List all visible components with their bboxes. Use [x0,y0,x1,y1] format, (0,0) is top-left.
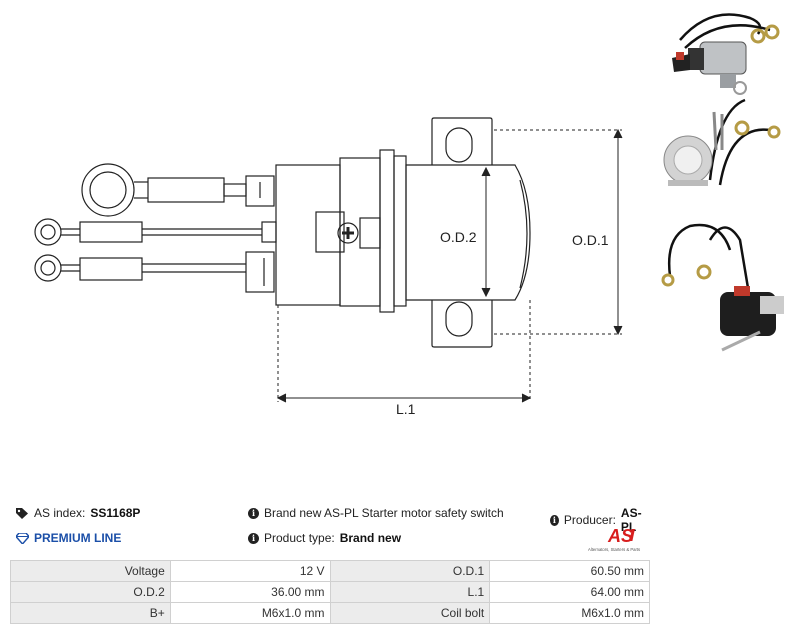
info-icon: i [248,532,259,544]
product-photo-2 [663,98,781,186]
od1-label: O.D.1 [572,232,609,248]
producer-row: i Producer: AS-PL [550,506,650,534]
as-index-label: AS index: [34,506,86,520]
l1-label: L.1 [396,401,416,417]
specs-table: Voltage 12 V O.D.1 60.50 mm O.D.2 36.00 … [10,560,650,624]
spec-label: O.D.1 [329,560,491,582]
table-row: Voltage 12 V O.D.1 60.50 mm [10,560,650,582]
spec-label: Coil bolt [329,602,491,624]
premium-line-label: PREMIUM LINE [34,531,122,545]
diamond-icon [16,532,29,544]
tag-icon [16,507,29,519]
spec-label: B+ [10,602,171,624]
product-description: Brand new AS-PL Starter motor safety swi… [264,506,504,520]
info-icon: i [248,507,259,519]
product-photos [661,13,784,352]
technical-drawing: O.D.2 O.D.1 L.1 [34,117,623,417]
svg-text:AS: AS [607,526,633,546]
product-photo-3 [661,223,784,352]
product-type-label: Product type: [264,531,335,545]
producer-label: Producer: [563,513,616,527]
spec-value: M6x1.0 mm [489,602,650,624]
as-pl-logo: AS Alternators, Starters & Parts [588,526,640,552]
product-photo-1 [672,13,780,95]
spec-label: L.1 [329,581,491,603]
producer-value: AS-PL [620,506,642,534]
spec-value: 12 V [169,560,331,582]
product-type-row: i Product type: Brand new [248,531,401,545]
table-row: O.D.2 36.00 mm L.1 64.00 mm [10,581,650,603]
spec-label: O.D.2 [10,581,171,603]
description-row: i Brand new AS-PL Starter motor safety s… [248,506,504,520]
spec-label: Voltage [10,560,171,582]
spec-value: 60.50 mm [489,560,650,582]
spec-value: 36.00 mm [169,581,331,603]
od2-label: O.D.2 [440,229,477,245]
info-icon: i [550,514,559,526]
as-index-row: AS index: SS1168P [16,506,140,520]
product-info: AS index: SS1168P i Brand new AS-PL Star… [10,500,650,560]
product-type-value: Brand new [339,531,402,545]
spec-value: 64.00 mm [489,581,650,603]
premium-line-row: PREMIUM LINE [16,531,121,545]
table-row: B+ M6x1.0 mm Coil bolt M6x1.0 mm [10,602,650,624]
spec-value: M6x1.0 mm [169,602,331,624]
as-index-value: SS1168P [90,506,141,520]
svg-text:Alternators, Starters & Parts: Alternators, Starters & Parts [588,547,640,552]
